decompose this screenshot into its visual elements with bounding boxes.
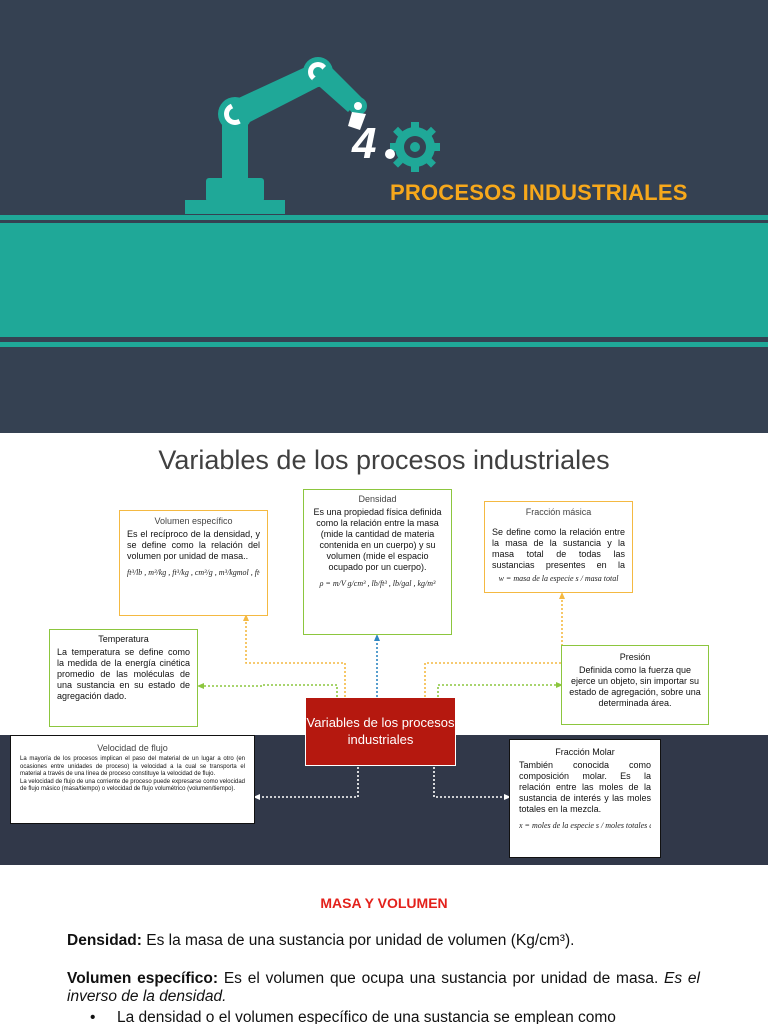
- box-text: Es una propiedad física definida como la…: [313, 507, 442, 572]
- box-text: También conocida como composición molar.…: [519, 760, 651, 815]
- box-title: Fracción másica: [525, 507, 592, 517]
- central-node: Variables de los procesos industriales: [305, 697, 456, 766]
- definition-text: Es el volumen que ocupa una sustancia po…: [218, 970, 659, 987]
- document-page: MASA Y VOLUMEN Densidad: Es la masa de u…: [0, 865, 768, 1024]
- box-title: Densidad: [358, 494, 397, 504]
- densidad-paragraph: Densidad: Es la masa de una sustancia po…: [67, 932, 700, 950]
- variables-slide: Variables de los procesos industriales: [0, 433, 768, 865]
- fraccion-masica-box: Fracción másica Se define como la relaci…: [484, 501, 633, 593]
- presion-box: Presión Definida como la fuerza que ejer…: [561, 645, 709, 725]
- box-title: Velocidad de flujo: [97, 743, 168, 753]
- volumen-paragraph: Volumen específico: Es el volumen que oc…: [67, 970, 700, 1006]
- highlighted-text: en la mezcla: [548, 804, 599, 814]
- bullet-icon: •: [90, 1009, 96, 1024]
- robot-arm-icon: 4: [185, 57, 440, 214]
- fraccion-molar-box: Fracción Molar También conocida como com…: [509, 739, 661, 858]
- teal-band: [0, 223, 768, 337]
- densidad-box: Densidad Es una propiedad física definid…: [303, 489, 452, 635]
- box-title: Fracción Molar: [555, 747, 615, 757]
- box-text: La velocidad de flujo de una corriente d…: [20, 778, 245, 793]
- box-title: Temperatura: [98, 634, 149, 644]
- box-text-end: .: [598, 804, 602, 814]
- italic-note: Es el inverso de la densidad.: [67, 970, 700, 1005]
- term-label: Volumen específico:: [67, 970, 219, 987]
- slide-title: Variables de los procesos industriales: [158, 445, 610, 475]
- box-formula: ft³/lb , m³/kg , ft³/kg , cm³/g , m³/kgm…: [127, 568, 260, 577]
- top-band-line: [0, 215, 768, 220]
- box-text: La mayoría de los procesos implican el p…: [20, 756, 245, 777]
- slide-title: PROCESOS INDUSTRIALES: [390, 180, 688, 205]
- term-label: Densidad:: [67, 932, 142, 949]
- box-title: Volumen específico: [154, 516, 233, 526]
- bottom-band-line: [0, 342, 768, 347]
- temperatura-box: Temperatura La temperatura se define com…: [49, 629, 198, 727]
- box-text: Definida como la fuerza que ejerce un ob…: [569, 665, 701, 708]
- definition-text: Es la masa de una sustancia por unidad d…: [141, 932, 575, 949]
- box-formula: w = masa de la especie s / masa total: [498, 574, 619, 583]
- velocidad-flujo-box: Velocidad de flujo La mayoría de los pro…: [10, 735, 255, 824]
- title-slide: 4 PROCESOS INDUSTRIALES: [0, 0, 768, 433]
- box-text: La temperatura se define como la medida …: [57, 647, 190, 701]
- box-formula: ρ = m/V g/cm³ , lb/ft³ , lb/gal , kg/m³: [319, 579, 436, 588]
- box-text-main: También conocida como composición molar.…: [519, 760, 651, 814]
- list-item-text: La densidad o el volumen específico de u…: [117, 1009, 616, 1024]
- box-text: Se define como la relación entre la masa…: [492, 527, 625, 570]
- connector-arrows: [197, 592, 565, 800]
- volumen-especifico-box: Volumen específico Es el recíproco de la…: [119, 510, 268, 616]
- logo-number: 4: [351, 119, 376, 168]
- box-title: Presión: [619, 652, 651, 662]
- box-formula: x = moles de la especie s / moles totale…: [519, 821, 651, 830]
- box-text: Es el recíproco de la densidad, y se def…: [127, 529, 260, 561]
- section-heading: MASA Y VOLUMEN: [320, 895, 448, 911]
